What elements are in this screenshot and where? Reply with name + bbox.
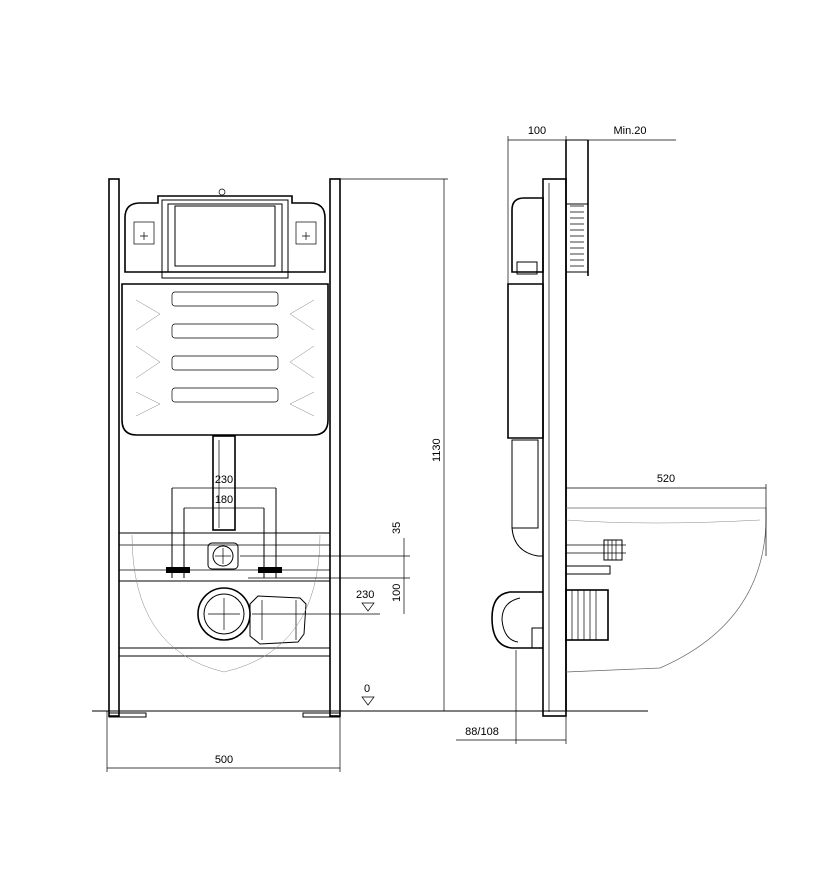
cistern-tank xyxy=(121,283,329,436)
side-bolt-fitting xyxy=(603,539,623,561)
side-flush-pipe xyxy=(511,439,539,529)
tank-rib xyxy=(171,323,279,339)
tank-stiffeners xyxy=(135,299,315,417)
dim-drain-height: 230 xyxy=(356,589,374,601)
dim-bowl-projection: 520 xyxy=(657,473,675,485)
flush-plate-opening xyxy=(167,203,283,273)
right-level-icon xyxy=(302,232,310,240)
water-inlet xyxy=(207,542,239,570)
bolt-nuts-left xyxy=(166,567,190,573)
tank-rib xyxy=(171,291,279,307)
tank-rib xyxy=(171,387,279,403)
left-frame-post xyxy=(108,178,120,717)
dim-min-clearance: Min.20 xyxy=(613,125,646,137)
dim-bolt-inner: 180 xyxy=(215,494,233,506)
dim-total-height: 1130 xyxy=(431,438,443,462)
cistern-top-housing xyxy=(124,195,326,273)
dim-frame-depth: 100 xyxy=(528,125,546,137)
left-foot xyxy=(108,712,147,718)
side-frame-post xyxy=(542,178,567,717)
tank-rib xyxy=(171,355,279,371)
dim-drain-depth: 88/108 xyxy=(465,726,499,738)
dim-inlet-to-drain: 100 xyxy=(391,584,403,602)
right-frame-post xyxy=(329,178,341,717)
mounting-bracket xyxy=(118,532,331,582)
side-view: 520 100 Min.20 88/108 xyxy=(456,125,767,744)
right-foot xyxy=(302,712,341,718)
side-drain-bend xyxy=(491,591,543,649)
bottom-crossbar xyxy=(118,647,331,657)
side-drain-spigot xyxy=(565,589,609,641)
dim-inlet-offset: 35 xyxy=(391,522,403,534)
flush-plate-frame xyxy=(161,199,289,279)
dim-floor-level: 0 xyxy=(364,683,370,695)
side-cistern-tank xyxy=(507,283,544,439)
side-flush-plate xyxy=(565,203,589,273)
left-bracket xyxy=(133,221,155,245)
bowl-ghost-outline xyxy=(131,534,321,673)
bolt-nuts-right xyxy=(258,567,282,573)
right-bracket xyxy=(295,221,317,245)
flush-plate-inner xyxy=(174,205,276,267)
top-valve-icon xyxy=(218,188,226,196)
drain-level-marker xyxy=(361,602,375,612)
dim-total-width: 500 xyxy=(215,754,233,766)
front-view: 230 180 35 100 230 0 1130 500 xyxy=(92,178,456,772)
side-cistern-top xyxy=(511,197,544,273)
floor-level-marker xyxy=(361,696,375,706)
flush-pipe xyxy=(212,435,236,531)
dim-bolt-outer: 230 xyxy=(215,474,233,486)
drain-elbow xyxy=(249,595,307,645)
left-level-icon xyxy=(140,232,148,240)
